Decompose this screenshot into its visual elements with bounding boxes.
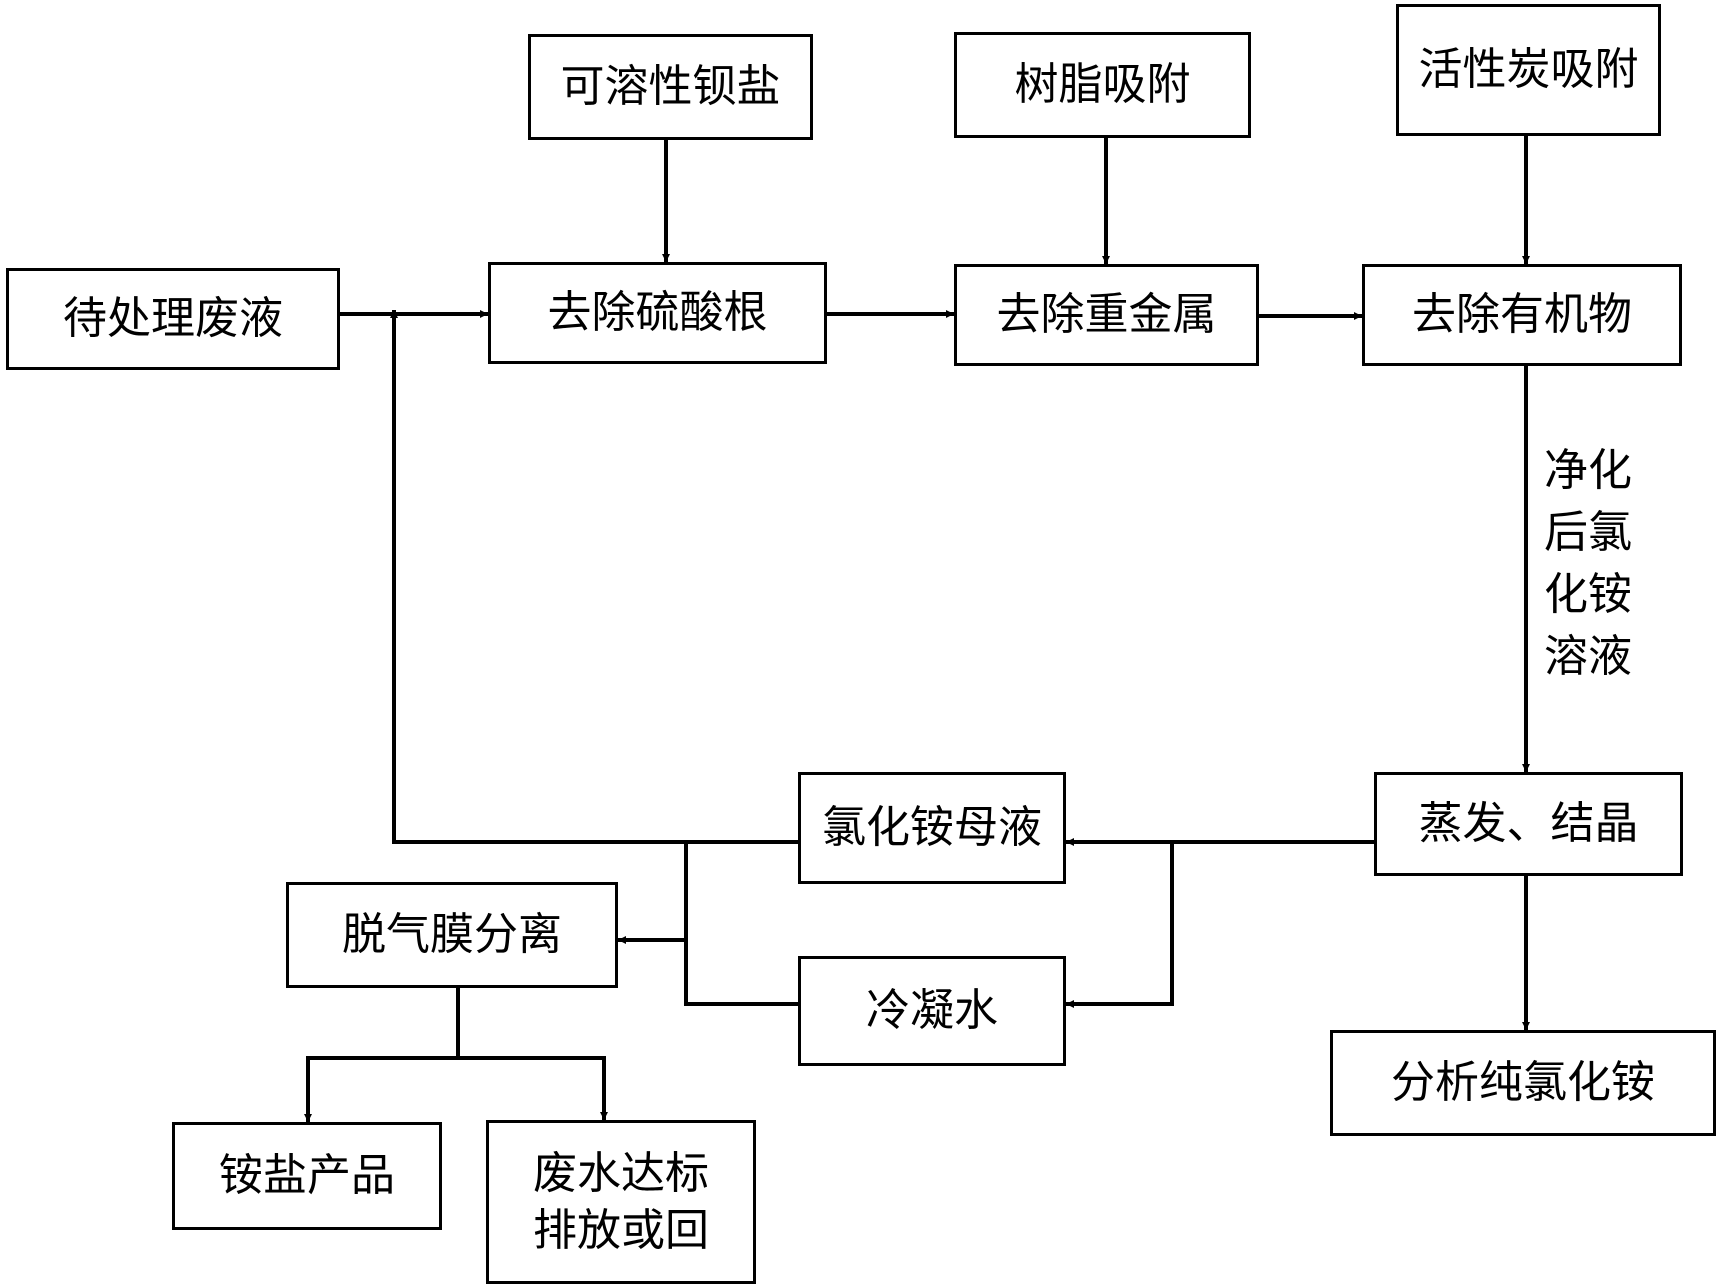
node-mother-liquor: 氯化铵母液 <box>798 772 1066 884</box>
edge-label-purified-solution: 净化后氯化铵溶液 <box>1544 445 1632 682</box>
node-wastewater-discharge: 废水达标 排放或回 <box>486 1120 756 1284</box>
node-barium-salt: 可溶性钡盐 <box>528 34 813 140</box>
arrow-degassing-to-wastewater <box>458 1056 608 1120</box>
node-condensate: 冷凝水 <box>798 956 1066 1066</box>
node-ar-ammonium-chloride: 分析纯氯化铵 <box>1330 1030 1716 1136</box>
node-resin-adsorption: 树脂吸附 <box>954 32 1251 138</box>
line-condensate-left <box>684 842 798 1006</box>
node-remove-organics: 去除有机物 <box>1362 264 1682 366</box>
node-ammonium-salt-product: 铵盐产品 <box>172 1122 442 1230</box>
line-degassing-split <box>306 988 460 1120</box>
node-waste-liquid: 待处理废液 <box>6 268 340 370</box>
arrow-mother-liquor-recycle <box>390 310 798 844</box>
node-remove-sulfate: 去除硫酸根 <box>488 262 827 364</box>
node-activated-carbon: 活性炭吸附 <box>1396 4 1661 136</box>
node-evaporation-crystallization: 蒸发、结晶 <box>1374 772 1683 876</box>
node-remove-heavy-metal: 去除重金属 <box>954 264 1259 366</box>
arrow-to-condensate <box>1066 842 1174 1008</box>
node-degassing-membrane: 脱气膜分离 <box>286 882 618 988</box>
